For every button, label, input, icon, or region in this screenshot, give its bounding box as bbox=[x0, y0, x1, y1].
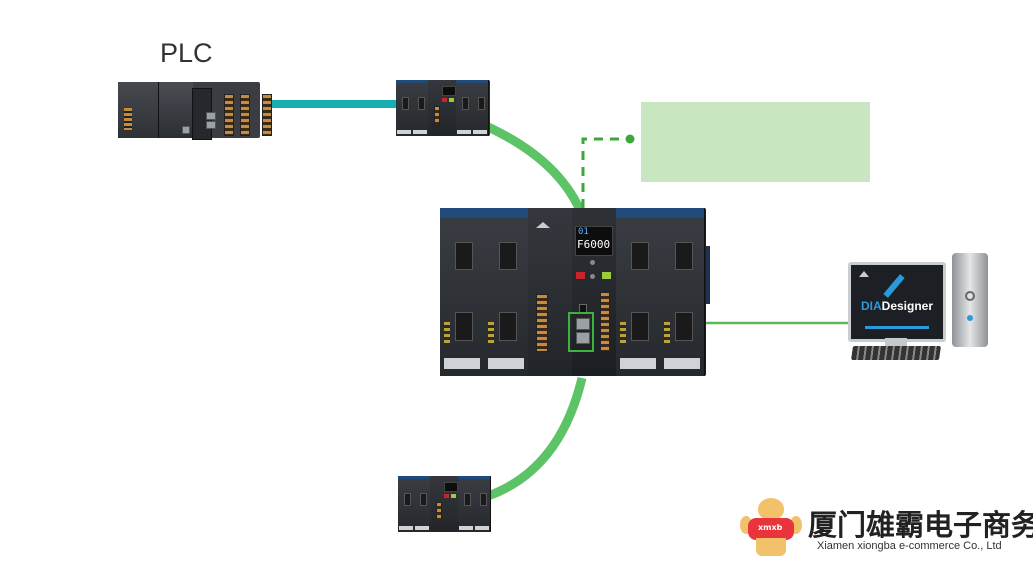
rack-io-terminal bbox=[436, 502, 442, 522]
mascot-shirt-text: xmxb bbox=[758, 523, 783, 532]
dashed-link-endpoint-dot bbox=[625, 134, 635, 144]
pc-tower bbox=[952, 253, 988, 347]
display-line-1: 01 bbox=[578, 227, 589, 237]
display-line-2: F6000 bbox=[577, 238, 611, 251]
rack-module bbox=[396, 80, 413, 136]
rack-module bbox=[474, 476, 491, 532]
io-terminal-left bbox=[536, 294, 548, 352]
progress-bar bbox=[865, 326, 929, 329]
pencil-icon bbox=[883, 274, 905, 298]
ethernet-port-2[interactable] bbox=[576, 332, 590, 344]
controller-display: 01 F6000 bbox=[575, 226, 613, 256]
plc-comm-port-2 bbox=[206, 121, 216, 129]
protocol-callout bbox=[641, 102, 870, 182]
power-module-3 bbox=[616, 208, 661, 376]
mascot-bear-icon: xmxb bbox=[740, 498, 802, 558]
io-terminal-right bbox=[600, 292, 610, 352]
company-name-english: Xiamen xiongba e-commerce Co., Ltd bbox=[817, 540, 1002, 552]
remote-io-rack-bottom bbox=[398, 476, 491, 532]
rack-module bbox=[398, 476, 415, 532]
plc-io-module-2 bbox=[240, 94, 250, 136]
company-name-chinese: 厦门雄霸电子商务 bbox=[808, 508, 1033, 542]
controller-to-remote-io-arc-bottom bbox=[486, 376, 587, 501]
plc-device bbox=[118, 82, 272, 140]
plc-label: PLC bbox=[160, 38, 213, 68]
remote-io-to-controller-arc-top bbox=[484, 121, 587, 217]
rack-module bbox=[412, 80, 429, 136]
modbus-canopen-dashed-link bbox=[581, 137, 630, 320]
run-button[interactable] bbox=[602, 272, 611, 279]
main-controller-rack: 01 F6000 bbox=[440, 208, 706, 376]
keyboard bbox=[851, 346, 941, 360]
rack-green-button bbox=[451, 494, 456, 498]
nav-button[interactable] bbox=[590, 260, 595, 265]
rack-red-button bbox=[444, 494, 449, 498]
brand-logo-icon bbox=[536, 222, 550, 228]
controller-front-panel: 01 F6000 bbox=[572, 208, 616, 376]
pc-monitor: DIADesigner bbox=[848, 262, 946, 342]
power-module-2 bbox=[484, 208, 529, 376]
din-rail-bracket bbox=[706, 246, 710, 304]
remote-io-rack-top bbox=[396, 80, 490, 136]
brand-logo-icon bbox=[859, 271, 869, 277]
power-button-icon bbox=[965, 291, 975, 301]
plc-io-module-3 bbox=[262, 94, 272, 136]
rack-cpu-module bbox=[428, 80, 456, 136]
rack-display bbox=[442, 86, 456, 96]
plc-terminal bbox=[124, 108, 132, 130]
monitor-stand bbox=[885, 338, 907, 346]
rack-module bbox=[458, 476, 475, 532]
rack-cpu-module bbox=[430, 476, 458, 532]
power-led bbox=[967, 315, 973, 321]
software-title: DIADesigner bbox=[861, 299, 934, 313]
ethernet-port-1[interactable] bbox=[576, 318, 590, 330]
rack-module bbox=[456, 80, 473, 136]
plc-io-module-1 bbox=[224, 94, 234, 136]
cpu-module bbox=[528, 208, 573, 376]
rack-module bbox=[472, 80, 489, 136]
nav-button[interactable] bbox=[590, 274, 595, 279]
stop-button[interactable] bbox=[576, 272, 585, 279]
rack-io-terminal bbox=[434, 106, 440, 126]
power-module-1 bbox=[440, 208, 485, 376]
plc-comm-port-1 bbox=[206, 112, 216, 120]
plc-ethernet-port bbox=[182, 126, 190, 134]
rack-module bbox=[414, 476, 431, 532]
rack-green-button bbox=[449, 98, 454, 102]
rack-display bbox=[444, 482, 458, 492]
rack-red-button bbox=[442, 98, 447, 102]
ethernet-port-highlight bbox=[568, 312, 594, 352]
power-module-4 bbox=[660, 208, 705, 376]
